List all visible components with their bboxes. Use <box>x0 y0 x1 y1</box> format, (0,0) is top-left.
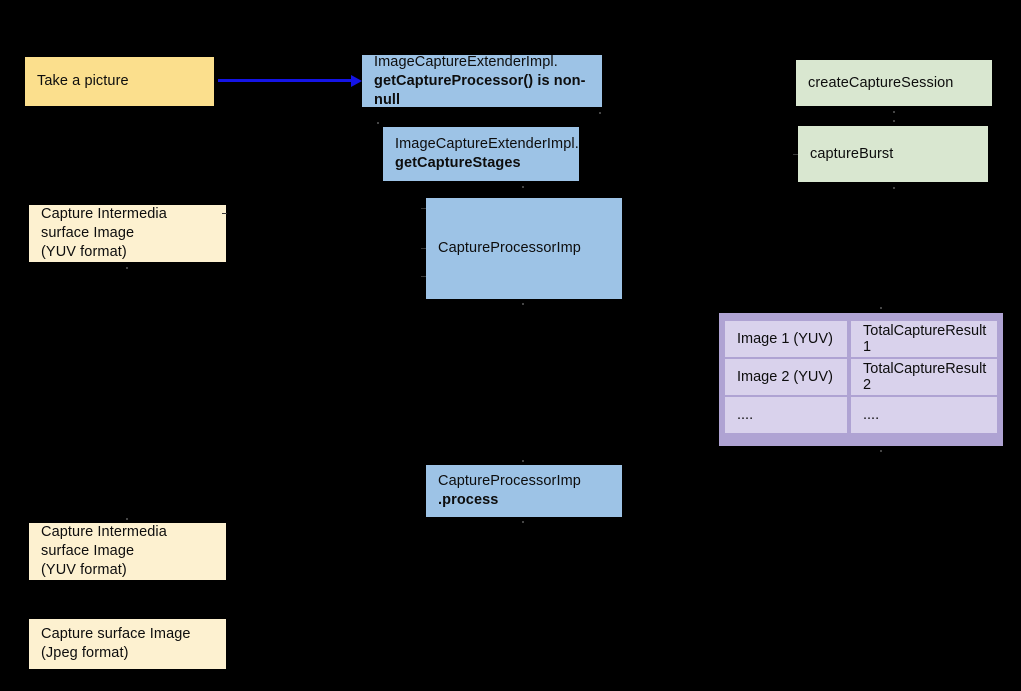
connector-dot <box>893 187 895 189</box>
connector-dot <box>522 186 524 188</box>
connector-dot <box>377 122 379 124</box>
table-cell-text: .... <box>863 407 880 423</box>
connector-stub <box>421 276 426 277</box>
connector-dot <box>880 450 882 452</box>
connector-dot <box>522 521 524 523</box>
node-create-capture-session[interactable]: createCaptureSession <box>796 60 992 106</box>
table-cell-text: Image 2 (YUV) <box>737 369 833 385</box>
node-capture-surface-image-jpeg-label: Capture surface Image(Jpeg format) <box>41 626 191 661</box>
connector-stub <box>421 248 426 249</box>
connector-dot <box>893 120 895 122</box>
table-cell-text: TotalCaptureResult 1 <box>863 323 987 355</box>
connector-stub <box>421 208 426 209</box>
table-cell-text: Image 1 (YUV) <box>737 331 833 347</box>
node-take-a-picture[interactable]: Take a picture <box>25 57 214 106</box>
table-row-1-image-cell[interactable]: Image 2 (YUV) <box>725 359 847 395</box>
node-capture-surface-image-jpeg[interactable]: Capture surface Image(Jpeg format) <box>29 619 226 669</box>
node-capture-processor-imp-label: CaptureProcessorImp <box>438 240 581 256</box>
connector-dot <box>893 111 895 113</box>
node-get-capture-stages-label: ImageCaptureExtenderImpl.getCaptureStage… <box>395 136 579 171</box>
connector-dot <box>126 267 128 269</box>
table-row-1-result-cell[interactable]: TotalCaptureResult 2 <box>851 359 997 395</box>
connector-dot <box>880 307 882 309</box>
node-create-capture-session-label: createCaptureSession <box>808 74 954 91</box>
node-capture-processor-imp[interactable]: CaptureProcessorImp <box>426 198 622 299</box>
node-capture-burst-label: captureBurst <box>810 145 894 162</box>
table-cell-text: TotalCaptureResult 2 <box>863 361 987 393</box>
node-get-capture-processor-label: ImageCaptureExtenderImpl.getCaptureProce… <box>374 53 586 108</box>
node-take-a-picture-label: Take a picture <box>37 73 129 89</box>
edge-take-picture-to-get-capture-processor-arrowhead <box>351 75 362 87</box>
table-row-2-image-cell[interactable]: .... <box>725 397 847 433</box>
connector-dot <box>599 112 601 114</box>
node-get-capture-stages[interactable]: ImageCaptureExtenderImpl.getCaptureStage… <box>383 127 579 181</box>
connector-stub <box>222 213 227 214</box>
table-cell-text: .... <box>737 407 754 423</box>
node-capture-processor-imp-process-label: CaptureProcessorImp.process <box>438 473 581 508</box>
table-row-2-result-cell[interactable]: .... <box>851 397 997 433</box>
node-capture-burst[interactable]: captureBurst <box>798 126 988 182</box>
connector-dot <box>522 460 524 462</box>
connector-dot <box>126 518 128 520</box>
table-row-0-result-cell[interactable]: TotalCaptureResult 1 <box>851 321 997 357</box>
node-get-capture-processor[interactable]: ImageCaptureExtenderImpl.getCaptureProce… <box>362 53 602 108</box>
node-capture-processor-imp-process[interactable]: CaptureProcessorImp.process <box>426 465 622 517</box>
connector-stub <box>793 154 798 155</box>
table-row-0-image-cell[interactable]: Image 1 (YUV) <box>725 321 847 357</box>
edge-take-picture-to-get-capture-processor-line <box>218 79 352 82</box>
results-table: Image 1 (YUV) TotalCaptureResult 1 Image… <box>719 313 1003 446</box>
connector-dot <box>522 303 524 305</box>
